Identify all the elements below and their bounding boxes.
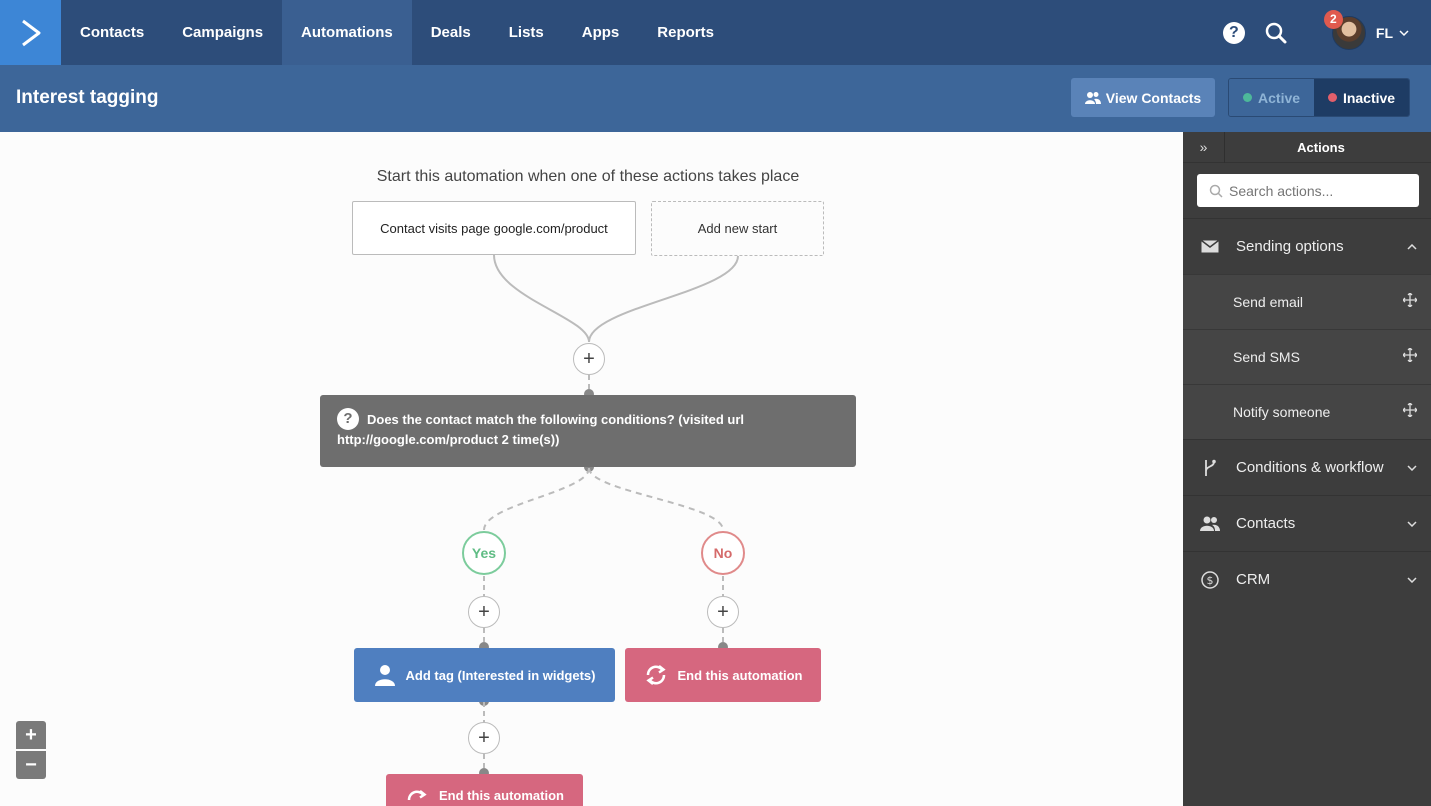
dollar-icon: $ (1200, 570, 1220, 589)
actions-sidebar: » Actions Sending options Send email Sen… (1183, 131, 1431, 806)
action-send-sms[interactable]: Send SMS (1183, 329, 1431, 384)
status-inactive-label: Inactive (1342, 89, 1396, 106)
refresh-icon (645, 665, 666, 685)
view-contacts-button[interactable]: View Contacts (1071, 78, 1215, 117)
svg-text:$: $ (1207, 574, 1214, 587)
action-notify-someone[interactable]: Notify someone (1183, 384, 1431, 439)
end-automation-label: End this automation (677, 667, 803, 683)
drag-handle-icon[interactable] (1402, 347, 1418, 365)
action-label: Send SMS (1233, 349, 1300, 365)
add-new-start-button[interactable]: Add new start (651, 201, 824, 256)
status-active-label: Active (1258, 89, 1301, 106)
search-actions-input[interactable] (1229, 182, 1419, 199)
category-label: Sending options (1236, 238, 1344, 255)
branch-icon (1200, 459, 1220, 477)
help-icon[interactable]: ? (1222, 21, 1245, 44)
add-tag-action-node[interactable]: Add tag (Interested in widgets) (354, 648, 615, 702)
sidebar-header: » Actions (1183, 131, 1431, 163)
search-icon (1209, 184, 1223, 198)
action-label: Notify someone (1233, 404, 1331, 420)
activecampaign-logo[interactable] (0, 0, 61, 65)
nav-right-tools: ? 2 FL (1222, 0, 1431, 65)
no-branch-label: No (701, 531, 745, 575)
active-dot-icon (1243, 93, 1253, 102)
chevron-down-icon (1407, 574, 1417, 586)
category-contacts[interactable]: Contacts (1183, 495, 1431, 551)
chevron-down-icon[interactable] (1399, 26, 1409, 40)
view-contacts-label: View Contacts (1105, 89, 1202, 106)
add-step-after-tag-button[interactable]: + (468, 722, 500, 754)
condition-text: Does the contact match the following con… (337, 412, 745, 447)
user-initials[interactable]: FL (1375, 24, 1393, 41)
page-title: Interest tagging (16, 87, 159, 108)
contact-icon (374, 665, 395, 686)
notification-badge: 2 (1323, 9, 1343, 29)
search-icon[interactable] (1264, 21, 1288, 45)
end-automation-node-no[interactable]: End this automation (625, 648, 821, 702)
nav-item-lists[interactable]: Lists (508, 24, 544, 41)
category-sending-options[interactable]: Sending options (1183, 218, 1431, 274)
nav-item-deals[interactable]: Deals (430, 24, 471, 41)
workflow-canvas[interactable]: Start this automation when one of these … (0, 132, 1183, 806)
drag-handle-icon[interactable] (1402, 292, 1418, 310)
inactive-dot-icon (1327, 93, 1337, 102)
question-icon: ? (337, 407, 359, 430)
nav-item-contacts[interactable]: Contacts (80, 24, 145, 41)
category-label: CRM (1236, 571, 1271, 588)
top-navigation: Contacts Campaigns Automations Deals Lis… (0, 0, 1431, 65)
yes-branch-label: Yes (462, 531, 506, 575)
end-automation-node-yes[interactable]: End this automation (386, 774, 583, 806)
nav-item-apps[interactable]: Apps (581, 24, 620, 41)
avatar (1331, 15, 1366, 50)
contacts-icon (1200, 516, 1220, 531)
chevron-up-icon (1407, 241, 1417, 253)
category-crm[interactable]: $ CRM (1183, 551, 1431, 607)
action-send-email[interactable]: Send email (1183, 274, 1431, 329)
contacts-icon (1084, 92, 1101, 104)
action-label: Send email (1233, 294, 1304, 310)
nav-menu: Contacts Campaigns Automations Deals Lis… (61, 0, 733, 65)
add-step-button[interactable]: + (573, 343, 605, 375)
add-step-no-button[interactable]: + (707, 596, 739, 628)
condition-node[interactable]: ?Does the contact match the following co… (320, 395, 856, 467)
search-actions-box (1197, 174, 1419, 207)
category-label: Contacts (1236, 515, 1296, 532)
zoom-in-button[interactable]: + (16, 721, 46, 749)
envelope-icon (1200, 240, 1220, 253)
refresh-icon (407, 790, 427, 801)
drag-handle-icon[interactable] (1402, 402, 1418, 420)
status-active-option[interactable]: Active (1229, 79, 1315, 116)
automation-header: Interest tagging View Contacts Active In… (0, 65, 1431, 132)
nav-item-reports[interactable]: Reports (657, 24, 714, 41)
sidebar-search-wrap (1183, 163, 1431, 218)
status-inactive-option[interactable]: Inactive (1314, 79, 1409, 116)
status-toggle: Active Inactive (1228, 78, 1410, 117)
add-tag-action-label: Add tag (Interested in widgets) (405, 667, 596, 683)
end-automation-label: End this automation (439, 788, 564, 803)
start-caption: Start this automation when one of these … (376, 168, 800, 185)
logo-chevron-icon (21, 19, 40, 46)
nav-item-campaigns[interactable]: Campaigns (182, 24, 264, 41)
collapse-sidebar-icon[interactable]: » (1183, 131, 1225, 163)
user-avatar-menu[interactable]: 2 (1323, 9, 1366, 50)
category-label: Conditions & workflow (1236, 459, 1384, 476)
sidebar-title: Actions (1297, 139, 1345, 155)
chevron-down-icon (1407, 462, 1417, 474)
category-conditions-workflow[interactable]: Conditions & workflow (1183, 439, 1431, 495)
chevron-down-icon (1407, 518, 1417, 530)
add-step-yes-button[interactable]: + (468, 596, 500, 628)
zoom-out-button[interactable]: − (16, 751, 46, 779)
nav-item-automations[interactable]: Automations (282, 0, 412, 65)
trigger-node[interactable]: Contact visits page google.com/product (352, 201, 636, 255)
